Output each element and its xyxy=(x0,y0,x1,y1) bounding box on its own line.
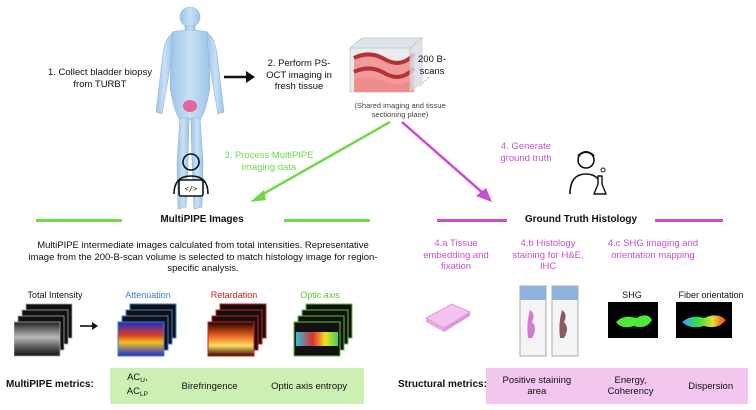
optic-axis-entropy-metric: Optic axis entropy xyxy=(271,380,348,392)
bscans-label: 200 B-scans xyxy=(418,54,446,77)
ground-truth-histology-title: Ground Truth Histology xyxy=(524,214,638,225)
shg-images xyxy=(608,302,732,338)
dispersion-metric: Dispersion xyxy=(688,380,734,392)
attenuation-stack xyxy=(117,303,177,357)
structural-metrics-label: Structural metrics: xyxy=(398,379,487,390)
step4b-label: 4.b Histology staining for H&E, IHC xyxy=(512,238,584,272)
multipipe-image-stacks xyxy=(14,303,353,357)
svg-text:</>: </> xyxy=(185,185,198,193)
optic-axis-label: Optic axis xyxy=(300,290,340,300)
imaging-plane-note: (Shared imaging and tissue sectioning pl… xyxy=(354,101,446,119)
tissue-volume-icon xyxy=(348,36,431,94)
step4a-label: 4.a Tissue embedding and fixation xyxy=(423,238,489,272)
step4-label: 4. Generate ground truth xyxy=(500,141,552,164)
programmer-icon: </> xyxy=(173,153,209,197)
left-title-bar-right xyxy=(284,219,370,222)
total-intensity-stack xyxy=(14,303,73,357)
birefringence-metric: Birefringence xyxy=(181,380,238,392)
arrow-right-icon xyxy=(224,71,255,83)
shg-label: SHG xyxy=(622,290,642,300)
step3-label: 3. Process MultiPIPE imaging data xyxy=(224,150,314,173)
green-arrow-head-icon xyxy=(250,190,266,202)
fiber-orientation-label: Fiber orientation xyxy=(678,290,744,300)
left-title-bar-left xyxy=(36,219,122,222)
pink-arrow-head-icon xyxy=(476,188,492,202)
step4c-label: 4.c SHG imaging and orientation mapping xyxy=(607,238,699,261)
optic-axis-stack xyxy=(293,303,353,357)
right-title-bar-left xyxy=(437,219,507,222)
multipipe-metrics-label: MultiPIPE metrics: xyxy=(6,379,94,390)
right-title-bar-right xyxy=(655,219,723,222)
retardation-label: Retardation xyxy=(210,290,258,300)
multipipe-description: MultiPIPE intermediate images calculated… xyxy=(28,240,378,274)
total-intensity-label: Total Intensity xyxy=(27,290,83,300)
attenuation-label: Attenuation xyxy=(125,290,171,300)
scientist-icon xyxy=(569,151,608,195)
multipipe-metrics-box: ACU, ACLP Birefringence Optic axis entro… xyxy=(110,368,364,404)
tissue-block-icon xyxy=(424,303,472,332)
bladder-icon xyxy=(183,100,197,112)
ac-metric: ACU, ACLP xyxy=(126,372,148,398)
pink-arrow-line xyxy=(401,121,485,195)
energy-coherency-metric: Energy, Coherency xyxy=(607,375,654,397)
retardation-stack xyxy=(207,303,267,357)
arrow-right-small-icon xyxy=(80,322,98,330)
process-arrows xyxy=(250,120,492,202)
step1-label: 1. Collect bladder biopsy from TURBT xyxy=(47,67,153,90)
multipipe-images-title: MultiPIPE Images xyxy=(160,214,244,225)
positive-staining-metric: Positive staining area xyxy=(502,375,572,397)
green-arrow-line xyxy=(255,120,391,200)
structural-metrics-box: Positive staining area Energy, Coherency… xyxy=(486,368,748,404)
histology-slides-icon xyxy=(519,285,579,357)
step2-label: 2. Perform PS-OCT imaging in fresh tissu… xyxy=(266,58,332,92)
